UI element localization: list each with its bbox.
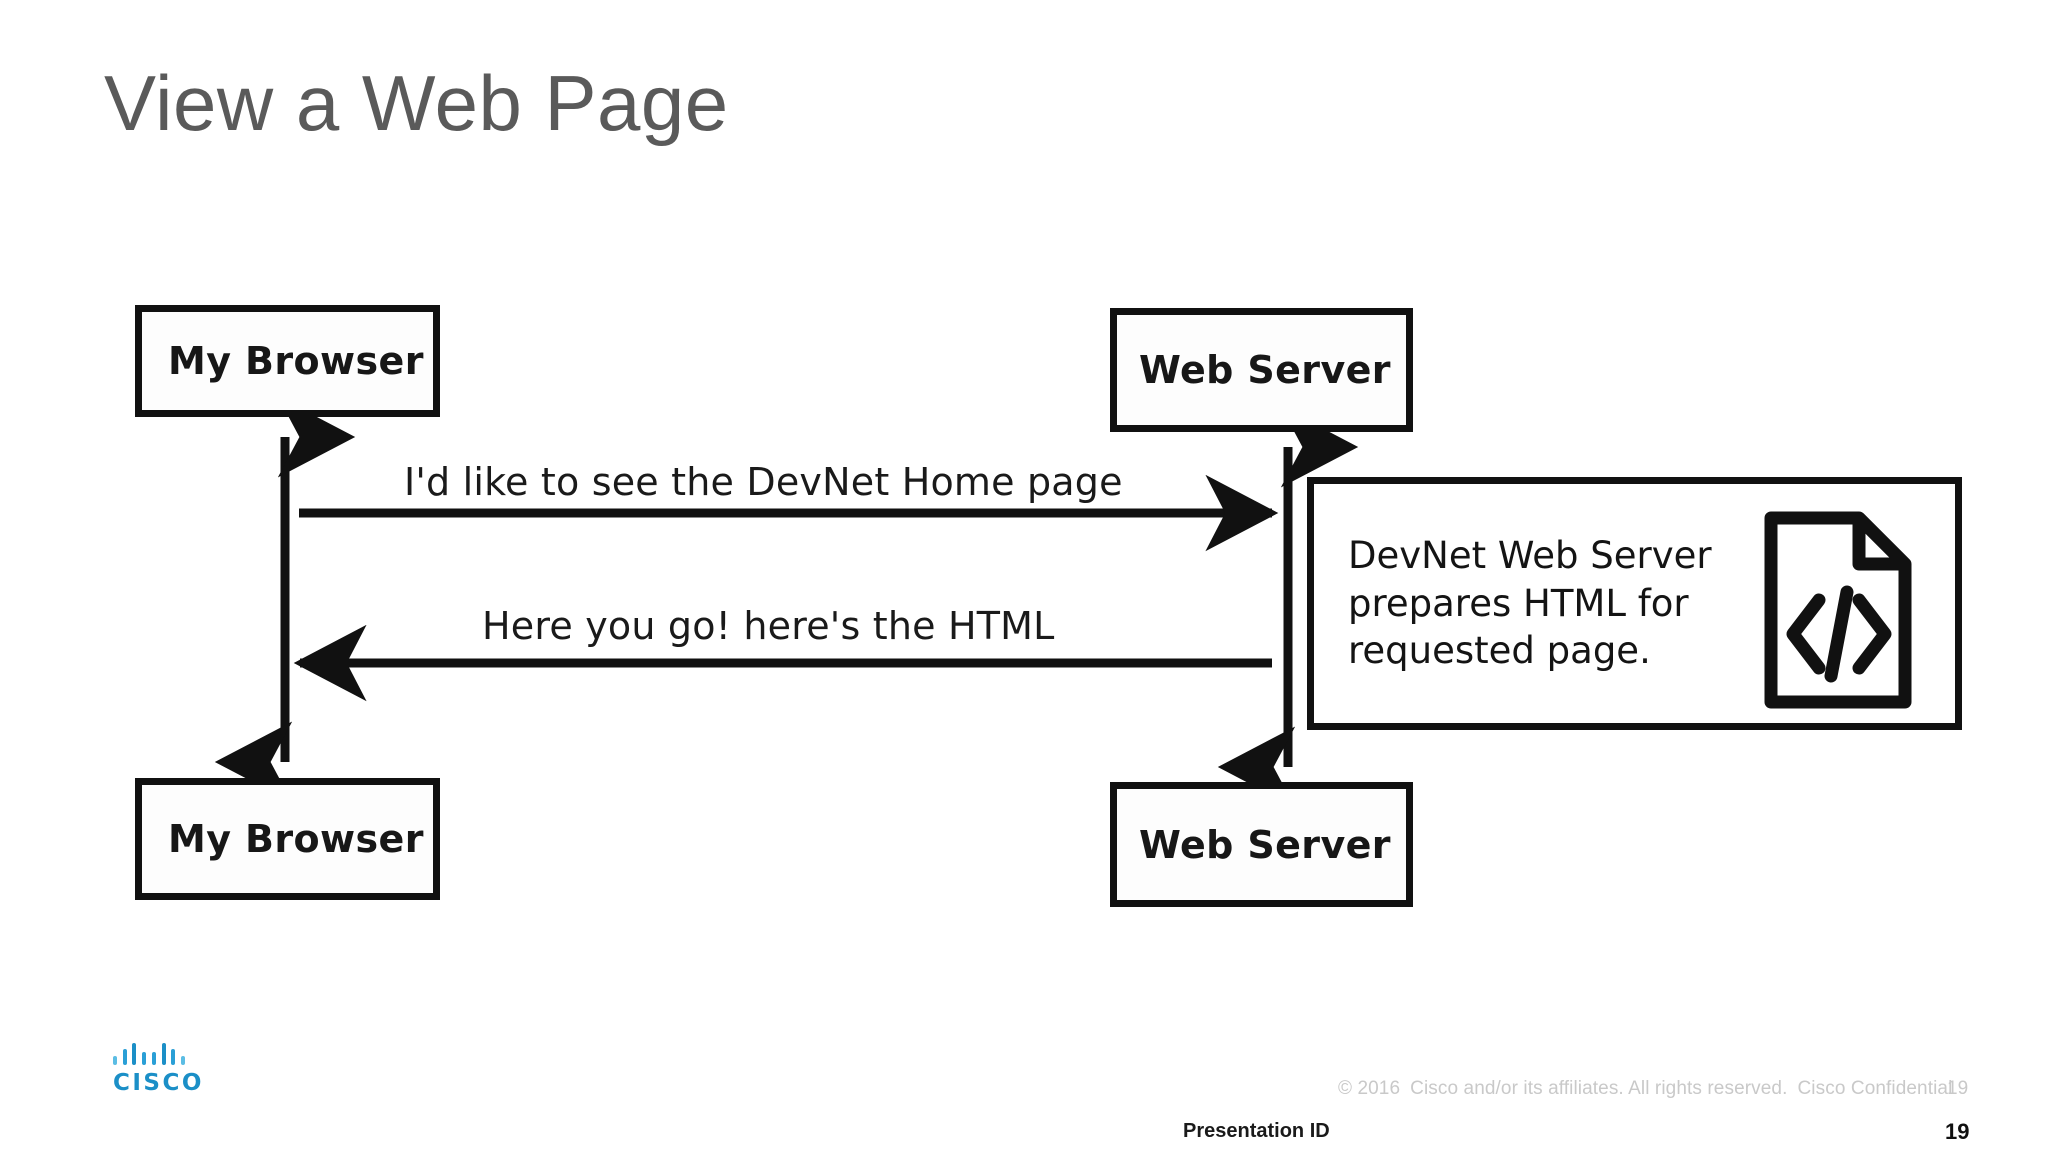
note-line-3: requested page. [1348,629,1651,673]
footer-page-number: 19 [1947,1078,1969,1099]
node-label: Web Server [1139,348,1391,392]
node-browser-top: My Browser [135,305,440,417]
bottom-page-number: 19 [1945,1119,1970,1144]
node-label: Web Server [1139,822,1391,867]
code-document-icon [1763,510,1913,715]
node-server-bottom: Web Server [1110,782,1413,907]
node-server-top: Web Server [1110,308,1413,432]
note-line-2: prepares HTML for [1348,581,1689,625]
footer-copyright-year: © 2016 [1338,1078,1401,1099]
node-browser-bottom: My Browser [135,778,440,900]
presentation-id-label: Presentation ID [1183,1120,1330,1142]
footer-copyright-text: Cisco and/or its affiliates. All rights … [1410,1078,1788,1099]
footer-copyright: © 2016 Cisco and/or its affiliates. All r… [1338,1078,1952,1100]
message-label-response: Here you go! here's the HTML [482,604,1055,648]
annotation-note-text: DevNet Web Server prepares HTML for requ… [1314,532,1768,674]
node-label: My Browser [168,339,424,383]
annotation-note-box: DevNet Web Server prepares HTML for requ… [1307,477,1962,730]
note-line-1: DevNet Web Server [1348,534,1712,578]
message-label-request: I'd like to see the DevNet Home page [404,460,1123,504]
footer-confidentiality: Cisco Confidential [1797,1078,1953,1099]
node-label: My Browser [168,817,424,861]
cisco-bridge-icon [113,1043,185,1065]
cisco-logo: CISCO [113,1043,204,1099]
cisco-wordmark: CISCO [113,1070,204,1096]
page-title: View a Web Page [104,59,729,147]
